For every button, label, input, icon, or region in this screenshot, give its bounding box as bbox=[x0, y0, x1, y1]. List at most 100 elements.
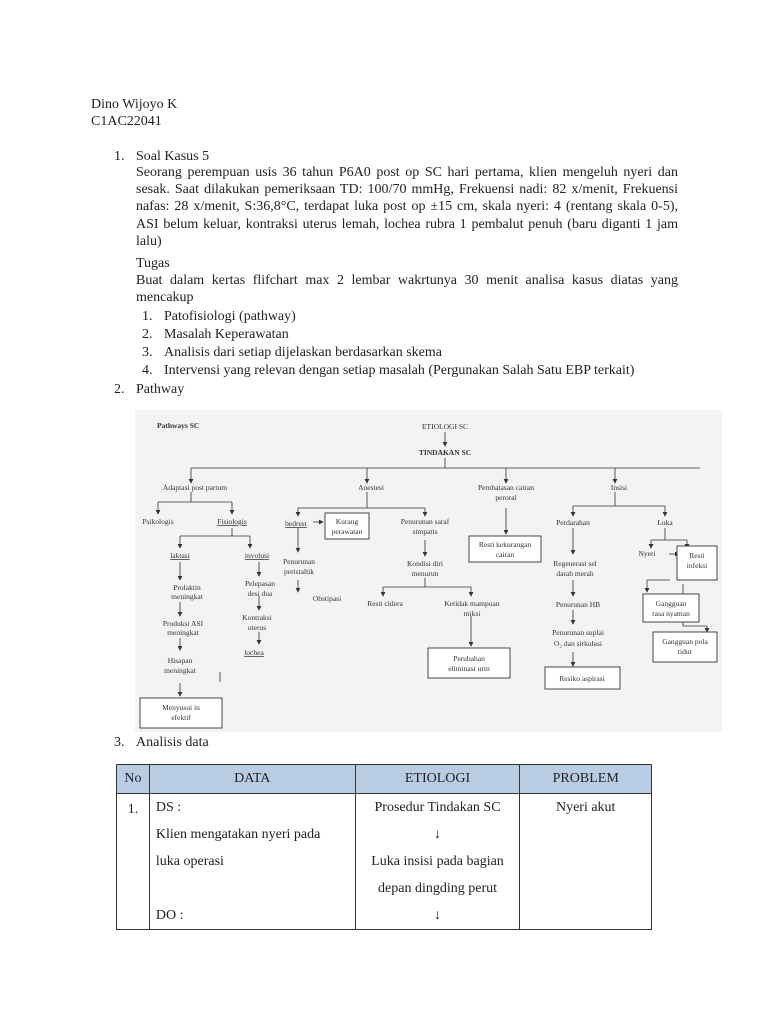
subitem-number: 4. bbox=[142, 363, 153, 378]
node-regenerasi-1: Regenerasi sel bbox=[553, 559, 597, 568]
subitem-text: Analisis dari setiap dijelaskan berdasar… bbox=[164, 345, 442, 360]
node-bedrest: bedrest bbox=[285, 519, 308, 528]
node-resti-infeksi-2: infeksi bbox=[687, 561, 707, 570]
node-kondisi-diri-2: menurun bbox=[412, 569, 439, 578]
etiologi-line: Prosedur Tindakan SC bbox=[374, 800, 501, 815]
node-ketidak-mampuan-1: Ketidak mampuan bbox=[444, 599, 499, 608]
node-ketidak-mampuan-2: miksi bbox=[464, 609, 481, 618]
node-pelepasan-1: Pelepasan bbox=[245, 579, 275, 588]
etiologi-arrow: ↓ bbox=[434, 827, 442, 842]
node-adaptasi: Adaptasi post partum bbox=[163, 483, 227, 492]
node-prolaktin-1: Prolaktin bbox=[173, 583, 201, 592]
cell-data: DS : Klien mengatakan nyeri pada luka op… bbox=[148, 793, 356, 930]
case-text: Seorang perempuan usis 36 tahun P6A0 pos… bbox=[136, 165, 678, 249]
pathway-title: Pathways SC bbox=[157, 421, 199, 430]
node-gangguan-rasa-1: Gangguan bbox=[656, 599, 687, 608]
node-perubahan-eliminasi-1: Perubahan bbox=[453, 654, 485, 663]
node-etiologi: ETIOLOGI SC bbox=[422, 422, 468, 431]
subitem-text: Patofisiologi (pathway) bbox=[164, 309, 296, 324]
item1-number: 1. bbox=[114, 149, 125, 164]
item2-title: Pathway bbox=[136, 382, 185, 397]
item3-number: 3. bbox=[114, 735, 125, 750]
node-kondisi-diri-1: Kondisi diri bbox=[407, 559, 443, 568]
node-gangguan-rasa-2: rasa nyaman bbox=[652, 609, 690, 618]
node-insisi: Insisi bbox=[611, 483, 627, 492]
subitem-number: 2. bbox=[142, 327, 153, 342]
data-line: DO : bbox=[155, 908, 184, 923]
item2-number: 2. bbox=[114, 382, 125, 397]
task-title: Tugas bbox=[136, 256, 170, 271]
node-prolaktin-2: meningkat bbox=[171, 592, 204, 601]
node-menyusui-2: efektif bbox=[171, 713, 191, 722]
table-header-row: No DATA ETIOLOGI PROBLEM bbox=[116, 764, 652, 794]
node-penurunan-suplai-1: Penurunan suplai bbox=[552, 628, 604, 637]
node-penurunan-peristaltik-1: Penurunan bbox=[283, 557, 315, 566]
node-perubahan-eliminasi-2: eliminasi urin bbox=[448, 664, 490, 673]
node-pembatasan-2: peroral bbox=[495, 493, 516, 502]
etiologi-line: depan dingding perut bbox=[378, 881, 498, 896]
node-nyeri: Nyeri bbox=[638, 549, 655, 558]
node-pelepasan-2: desi dua bbox=[248, 589, 273, 598]
node-kurang-perawatan-1: Kurang bbox=[336, 517, 359, 526]
data-line bbox=[156, 875, 355, 902]
node-gangguan-pola-1: Gangguan pola bbox=[662, 637, 708, 646]
node-kurang-perawatan-2: perawatan bbox=[332, 527, 363, 536]
node-penurunan-saraf-2: simpatis bbox=[412, 527, 437, 536]
node-produksi-asi-2: meningkat bbox=[167, 628, 200, 637]
data-line: luka operasi bbox=[155, 854, 224, 869]
node-resti-infeksi-1: Resti bbox=[689, 551, 704, 560]
cell-etiologi: Prosedur Tindakan SC ↓ Luka insisi pada … bbox=[354, 793, 521, 930]
task-text: Buat dalam kertas flifchart max 2 lembar… bbox=[136, 273, 678, 306]
item3-title: Analisis data bbox=[136, 735, 209, 750]
node-produksi-asi-1: Produksi ASI bbox=[163, 619, 204, 628]
node-involusi: involusi bbox=[245, 551, 269, 560]
cell-no-text: 1. bbox=[127, 802, 139, 817]
node-pembatasan-1: Pembatasan cairan bbox=[478, 483, 534, 492]
pathway-diagram: Pathways SC ETIOLOGI SC TINDAKAN SC Adap… bbox=[135, 410, 722, 732]
node-regenerasi-2: darah merah bbox=[556, 569, 594, 578]
etiologi-line: Luka insisi pada bagian bbox=[371, 854, 504, 869]
node-tindakan: TINDAKAN SC bbox=[419, 448, 471, 457]
node-hisapan-2: meningkat bbox=[164, 666, 197, 675]
node-psikologis: Psikologis bbox=[142, 517, 173, 526]
node-penurunan-hb: Penurunan HB bbox=[556, 600, 600, 609]
item1-title: Soal Kasus 5 bbox=[136, 149, 210, 164]
node-kontraksi-1: Kontraksi bbox=[242, 613, 272, 622]
node-gangguan-pola-2: tidur bbox=[678, 647, 693, 656]
node-laktasi: laktasi bbox=[170, 551, 190, 560]
node-luka: Luka bbox=[657, 518, 673, 527]
column-header-no: No bbox=[116, 764, 150, 794]
analysis-table: No DATA ETIOLOGI PROBLEM 1. DS : Klien m… bbox=[116, 764, 652, 930]
node-anestesi: Anestesi bbox=[358, 483, 384, 492]
column-header-problem: PROBLEM bbox=[519, 764, 652, 794]
subitem-text: Intervensi yang relevan dengan setiap ma… bbox=[164, 363, 635, 378]
node-hisapan-1: Hisapan bbox=[168, 656, 193, 665]
cell-problem: Nyeri akut bbox=[519, 793, 652, 930]
data-line: DS : bbox=[155, 800, 182, 815]
node-resti-kekurangan-1: Resti kekurangan bbox=[479, 540, 532, 549]
author-name: Dino Wijoyo K bbox=[91, 97, 178, 112]
node-perdarahan: Perdarahan bbox=[556, 518, 590, 527]
subitem-text: Masalah Keperawatan bbox=[164, 327, 289, 342]
node-resti-kekurangan-2: cairan bbox=[496, 550, 515, 559]
column-header-etiologi: ETIOLOGI bbox=[354, 764, 521, 794]
problem-text: Nyeri akut bbox=[555, 800, 616, 815]
table-row: 1. DS : Klien mengatakan nyeri pada luka… bbox=[116, 793, 652, 930]
node-kontraksi-2: uterus bbox=[248, 623, 266, 632]
etiologi-arrow: ↓ bbox=[434, 908, 442, 923]
node-fisiologis: Fisiologis bbox=[217, 517, 247, 526]
subitem-number: 1. bbox=[142, 309, 153, 324]
node-penurunan-suplai-2: O₂ dan sirkulasi bbox=[554, 639, 602, 648]
node-penurunan-saraf-1: Penurunan saraf bbox=[401, 517, 450, 526]
node-penurunan-peristaltik-2: peristaltik bbox=[284, 567, 314, 576]
data-line: Klien mengatakan nyeri pada bbox=[155, 827, 321, 842]
node-obstipasi: Obstipasi bbox=[313, 594, 341, 603]
subitem-number: 3. bbox=[142, 345, 153, 360]
node-resti-cidera: Resti cidera bbox=[367, 599, 403, 608]
cell-no: 1. bbox=[116, 793, 150, 930]
column-header-data: DATA bbox=[148, 764, 356, 794]
node-menyusui-1: Menyusui in bbox=[162, 703, 200, 712]
node-lochea: lochea bbox=[244, 648, 264, 657]
node-resiko-aspirasi: Resiko aspirasi bbox=[559, 674, 605, 683]
author-id: C1AC22041 bbox=[91, 114, 162, 129]
